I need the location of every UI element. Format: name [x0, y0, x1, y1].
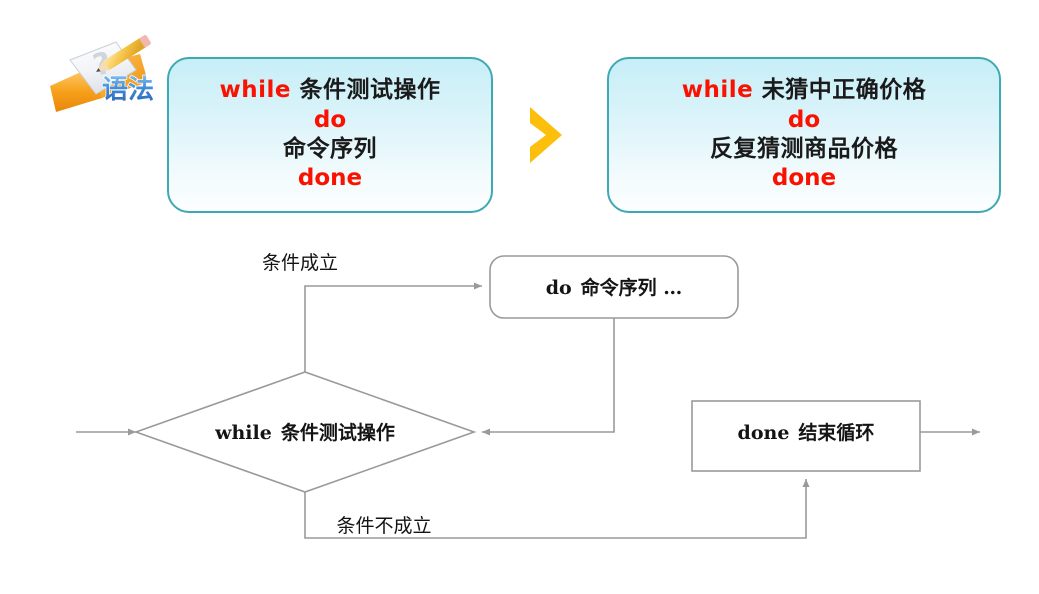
- syntax-line-3-text: 命令序列: [283, 136, 377, 162]
- false-branch-path: [304, 479, 810, 539]
- while-loop-flowchart: while 条件测试操作 条件成立 do 命令序列 … 条件不成立 done 结束循环: [0, 236, 1039, 590]
- terminator-label: done 结束循环: [738, 421, 875, 444]
- keyword-do: do: [787, 106, 821, 133]
- keyword-done: done: [771, 165, 837, 192]
- keyword-while: while: [219, 77, 291, 104]
- syntax-line-1-text: 条件测试操作: [290, 77, 441, 104]
- keyword-do: do: [313, 106, 347, 133]
- true-branch-label: 条件成立: [262, 252, 338, 274]
- process-text: 命令序列 …: [581, 276, 683, 299]
- flowchart-svg: while 条件测试操作 条件成立 do 命令序列 … 条件不成立 done 结束循环: [76, 252, 980, 539]
- process-label: do 命令序列 …: [546, 276, 683, 299]
- example-line-1-text: 未猜中正确价格: [753, 77, 927, 104]
- example-line-1: while 未猜中正确价格: [682, 76, 927, 105]
- keyword-while: while: [681, 77, 754, 104]
- chevron-shape: [530, 107, 562, 163]
- false-branch-label: 条件不成立: [336, 515, 431, 537]
- keyword-done: done: [297, 165, 363, 192]
- decision-diamond-while: [133, 371, 477, 493]
- syntax-notebook-pencil-icon: ? 语法: [44, 24, 168, 116]
- terminator-keyword: done: [738, 422, 790, 444]
- syntax-line-1: while 条件测试操作: [219, 76, 440, 105]
- example-line-3-text: 反复猜测商品价格: [710, 136, 898, 162]
- true-branch-path: [304, 282, 482, 372]
- syntax-box-example: while 未猜中正确价格 do 反复猜测商品价格 done: [607, 57, 1001, 213]
- decision-keyword: while: [214, 422, 272, 444]
- pencil-icon: [96, 35, 151, 72]
- decision-text: 条件测试操作: [281, 421, 395, 444]
- chevron-right-svg: [530, 107, 562, 163]
- syntax-box-generic: while 条件测试操作 do 命令序列 done: [167, 57, 493, 213]
- process-keyword: do: [546, 277, 572, 299]
- terminator-box-done: [691, 400, 921, 472]
- terminator-text: 结束循环: [798, 421, 874, 444]
- loop-back-path: [482, 318, 615, 436]
- chevron-right-icon: [516, 103, 584, 167]
- syntax-icon-svg: ? 语法: [50, 35, 155, 112]
- decision-label: while 条件测试操作: [214, 421, 395, 444]
- syntax-icon-label: 语法: [102, 75, 154, 105]
